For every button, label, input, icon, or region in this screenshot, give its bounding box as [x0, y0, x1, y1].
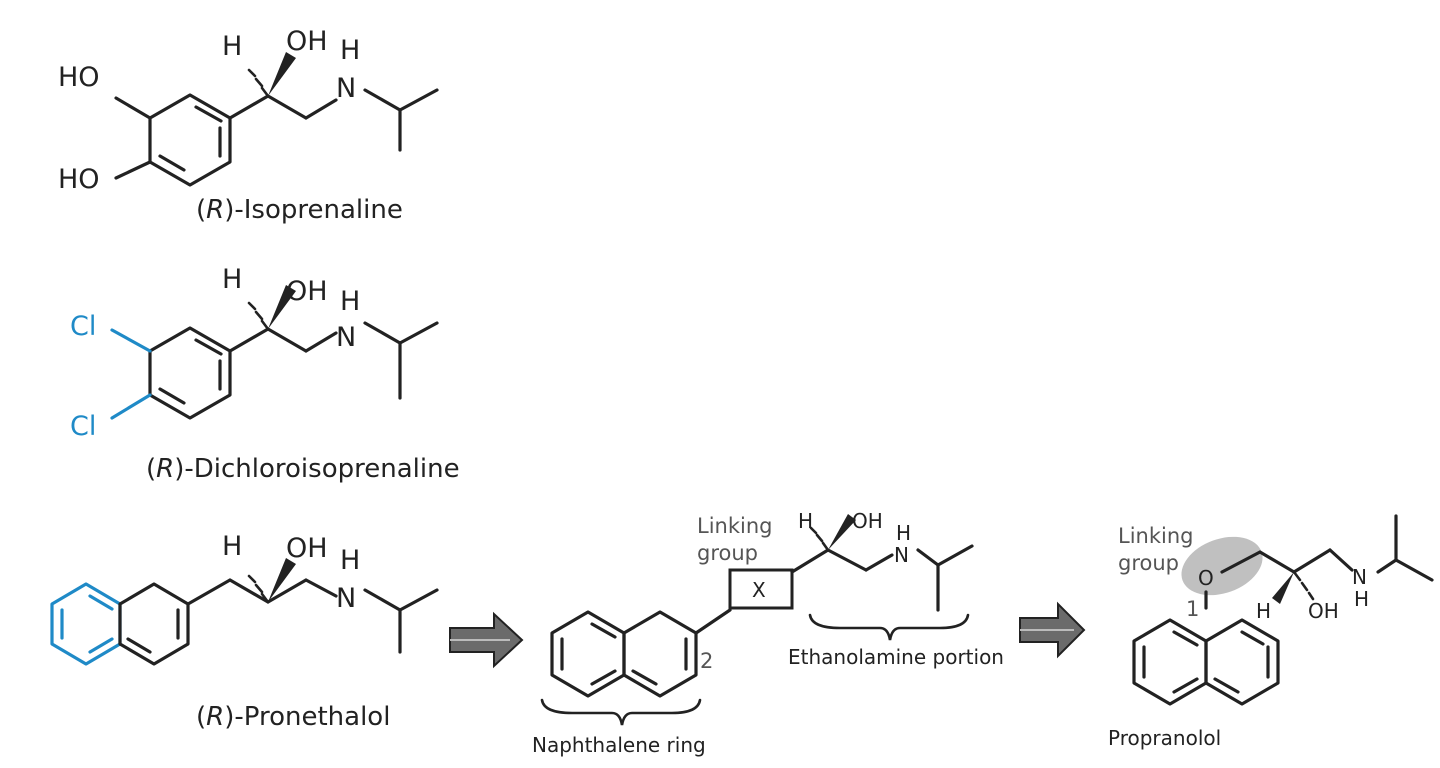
- position-1-label: 1: [1186, 597, 1199, 621]
- ho-group-2: HO: [58, 164, 100, 195]
- position-2-label: 2: [700, 649, 713, 673]
- dichloroisoprenaline-label: (R)-Dichloroisoprenaline: [146, 454, 460, 484]
- isoprenaline-label: (R)-Isoprenaline: [196, 195, 403, 225]
- linking-group-label-1: Linking: [697, 514, 772, 538]
- oh-group: OH: [286, 276, 328, 307]
- linking-group-box: [728, 568, 794, 610]
- naphthalene-ring: [550, 610, 698, 698]
- naphthalene-ring: [1132, 618, 1280, 706]
- naphthalene-brace: [540, 698, 702, 726]
- o-atom: O: [1198, 566, 1214, 590]
- oh-group: OH: [286, 533, 328, 564]
- dichloroisoprenaline-structure: Cl Cl H OH H N (R)-Dichloroisoprenaline: [70, 264, 460, 484]
- benzene-ring: [148, 326, 232, 420]
- oh-group: OH: [286, 26, 328, 57]
- cl-atom-1: Cl: [70, 311, 96, 342]
- ethanolamine-chain: [790, 514, 974, 612]
- nh-n-atom: N: [336, 583, 356, 614]
- x-label: X: [752, 578, 766, 602]
- nh-n-atom: N: [1352, 565, 1367, 589]
- linking-group-label-2: group: [1118, 551, 1179, 575]
- oh-group: OH: [1308, 599, 1339, 623]
- h-atom: H: [1256, 599, 1271, 623]
- arrow-right-icon: [1019, 601, 1086, 659]
- ethanolamine-label: Ethanolamine portion: [788, 645, 1004, 669]
- wedge-bond: [268, 285, 296, 329]
- arrow-right-icon: [449, 611, 524, 669]
- linking-group-label-2: group: [697, 541, 758, 565]
- oh-group: OH: [852, 509, 883, 533]
- wedge-bond: [268, 52, 296, 96]
- h-atom: H: [798, 509, 813, 533]
- naphthalene-ring-blue: [50, 582, 122, 666]
- benzene-ring: [148, 93, 232, 187]
- propranolol-structure: Linking group 1 O H OH: [1108, 514, 1434, 750]
- wedge-bond: [268, 558, 296, 602]
- pronethalol-label: (R)-Pronethalol: [196, 702, 390, 732]
- side-chain: [1220, 514, 1434, 604]
- generic-scaffold: X Linking group 2 H OH H N Ethanolamine …: [532, 509, 1004, 757]
- side-chain: [186, 558, 439, 654]
- nh-h-atom: H: [896, 521, 911, 545]
- ethanolamine-brace: [808, 613, 970, 641]
- wedge-bond: [828, 514, 856, 550]
- wedge-bond: [1272, 572, 1294, 604]
- cl-atom-2: Cl: [70, 411, 96, 442]
- h-atom: H: [222, 531, 242, 562]
- nh-h-atom: H: [340, 286, 360, 317]
- nh-h-atom: H: [340, 545, 360, 576]
- propranolol-label: Propranolol: [1108, 726, 1221, 750]
- side-chain: [228, 285, 439, 400]
- nh-h-atom: H: [1354, 587, 1369, 611]
- nh-n-atom: N: [336, 73, 356, 104]
- nh-n-atom: N: [894, 543, 909, 567]
- h-atom: H: [222, 264, 242, 295]
- linking-group-highlight: [1181, 536, 1263, 596]
- ho-group-1: HO: [58, 62, 100, 93]
- linking-group-label-1: Linking: [1118, 524, 1193, 548]
- naphthalene-ring-black: [118, 582, 190, 666]
- side-chain: [228, 52, 439, 152]
- naphthalene-label: Naphthalene ring: [532, 733, 706, 757]
- isoprenaline-structure: HO HO H OH H N (R)-Isoprenaline: [58, 26, 439, 225]
- pronethalol-structure: H OH H N (R)-Pronethalol: [50, 531, 439, 732]
- nh-n-atom: N: [336, 322, 356, 353]
- h-atom: H: [222, 31, 242, 62]
- nh-h-atom: H: [340, 35, 360, 66]
